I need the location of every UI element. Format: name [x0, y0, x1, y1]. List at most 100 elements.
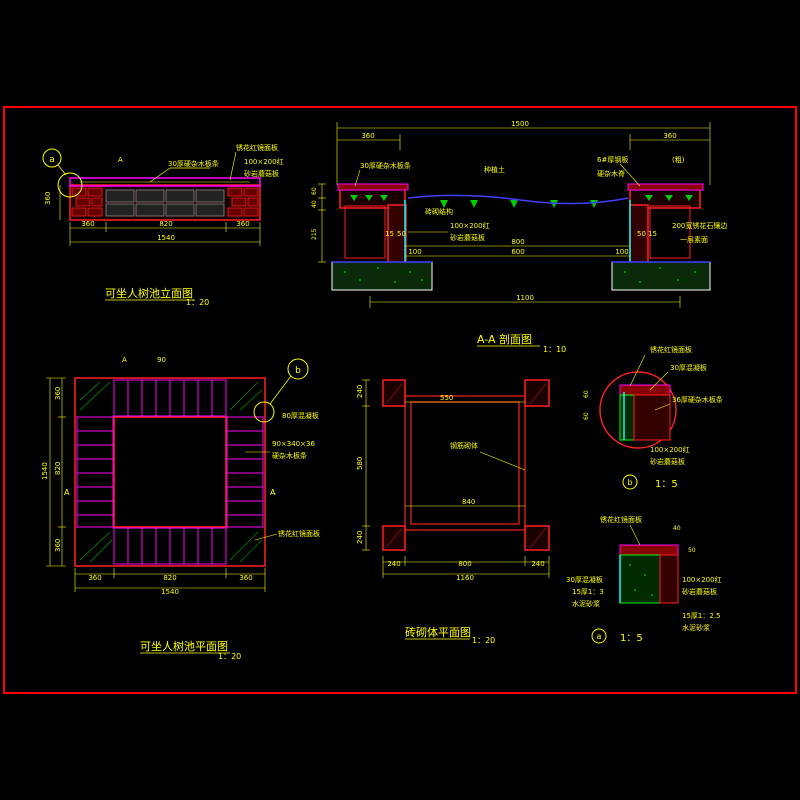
- plan-ann-wood2: 硬杂木板条: [272, 451, 307, 460]
- brick-plan-corners: [382, 379, 550, 551]
- detail-a-label-circle: [591, 628, 607, 644]
- callout-tag-b: [287, 358, 309, 380]
- sec-dim-top-left: 360: [361, 132, 374, 140]
- sec-ann-wood-ridge: 硬杂木脊: [597, 169, 625, 178]
- section-left-cavity: [344, 205, 386, 259]
- callout-tag-a: [42, 148, 62, 168]
- detail-a-ann-mortar2: 水泥砂浆: [572, 599, 600, 608]
- elev-dim-right: 360: [236, 220, 249, 228]
- elev-ann-brick: 100×200红: [244, 157, 284, 166]
- brick-plan-dim-top: 550: [440, 394, 453, 402]
- section-left-footing: [331, 261, 433, 291]
- detail-b-ann-granite: 锈花红镜面板: [650, 345, 692, 354]
- detail-a-dim-a: 40: [673, 525, 681, 532]
- plan-outer: [74, 377, 266, 567]
- section-vertical-dimensions: [318, 183, 326, 263]
- sec-dim-50-r: 50: [637, 230, 646, 238]
- elevation-cap: [69, 177, 261, 187]
- sec-dim-50: 50: [397, 230, 406, 238]
- sec-dim-1100: 1100: [516, 294, 534, 302]
- detail-a-dim-b: 50: [688, 547, 696, 554]
- section-top-dimensions: [336, 122, 711, 185]
- detail-a-ann-mortar: 15厚1：3: [572, 588, 604, 596]
- plan-dim-v-top: 360: [54, 387, 62, 400]
- section-view: 1500 360 360: [311, 120, 727, 354]
- detail-b-label-circle: [622, 474, 638, 490]
- detail-a-label: a: [597, 632, 602, 641]
- section-footing-fill: [344, 267, 696, 283]
- plan-dim-v-bot: 360: [54, 539, 62, 552]
- sec-ann-brick: 100×200红: [450, 221, 490, 230]
- plan-dim-v-mid: 820: [54, 462, 62, 475]
- brick-plan-corner-hatch: [385, 383, 547, 549]
- detail-a-ann-brick: 100×200红: [682, 575, 722, 584]
- sec-ann-mud: (粗): [672, 155, 685, 164]
- elevation-scale: 1：20: [186, 298, 209, 307]
- section-left-board: [337, 183, 409, 191]
- plan-dim-v-total: 1540: [41, 462, 49, 480]
- brick-plan-dim-bot-mid: 800: [458, 560, 471, 568]
- plan-ann-steel: 80厚混凝板: [282, 411, 319, 420]
- detail-a-view: 锈花红镜面板 30厚混凝板 15厚1：3 水泥砂浆 100×200红 砂岩蘑菇板…: [566, 515, 722, 644]
- detail-b-view: 锈花红镜面板 30厚混凝板 36厚硬杂木板条 100×200红 砂岩蘑菇板 60…: [583, 345, 723, 490]
- detail-b-dim-a: 60: [583, 390, 590, 398]
- brick-plan-scale: 1：20: [472, 636, 495, 645]
- callout-circle-b: [253, 401, 275, 423]
- sec-ann-planting: 种植土: [484, 165, 505, 174]
- plan-section-mark-left: A: [64, 488, 70, 497]
- elevation-brick-left: [71, 187, 103, 217]
- plan-ann-granite: 锈花红镜面板: [278, 529, 320, 538]
- elevation-brick-right: [227, 187, 259, 217]
- sec-ann-brick-wall: 砖砌结构: [425, 207, 453, 216]
- sec-ann-top-board: 30厚硬杂木板条: [360, 161, 411, 170]
- brick-plan-dim-v-mid: 580: [356, 457, 364, 470]
- detail-b-ann-sand: 砂岩蘑菇板: [650, 457, 685, 466]
- brick-plan-dim-v-bot: 240: [356, 531, 364, 544]
- elev-dim-mid: 820: [159, 220, 172, 228]
- plan-dim-left: 360: [88, 574, 101, 582]
- callout-a-label: a: [49, 155, 55, 165]
- sec-dim-h3: 215: [311, 228, 318, 240]
- detail-a-ann-mortar4: 水泥砂浆: [682, 623, 710, 632]
- detail-b-ann-brick: 100×200红: [650, 445, 690, 454]
- section-title: A-A 剖面图: [477, 332, 532, 346]
- sec-dim-15: 15: [385, 230, 394, 238]
- sec-dim-800: 800: [511, 238, 524, 246]
- sec-dim-h2: 40: [311, 200, 318, 208]
- detail-b-ann-wood: 36厚硬杂木板条: [672, 395, 723, 404]
- plan-scale: 1：20: [218, 652, 241, 661]
- brick-plan-title: 砖砌体平面图: [405, 625, 471, 639]
- elev-dim-left: 360: [81, 220, 94, 228]
- elevation-view: a A 30厚硬杂木板条 锈花红镜面板 100×200红 砂岩蘑菇板 360 3…: [42, 143, 284, 307]
- plan-view: b 80厚混凝板 90×340×36 硬杂木板条 锈花红镜面板 A A A 90: [41, 356, 320, 661]
- drawing-frame: [3, 106, 797, 694]
- plan-slats: [76, 379, 264, 565]
- plan-section-mark-top: A: [122, 356, 127, 364]
- plan-dim-90: 90: [157, 356, 166, 364]
- elev-dim-total: 1540: [157, 234, 175, 242]
- section-soil-line: [407, 194, 629, 205]
- sec-dim-15-r: 15: [648, 230, 657, 238]
- sec-dim-100-a: 100: [408, 248, 421, 256]
- plan-dim-total: 1540: [161, 588, 179, 596]
- detail-a-ann-sand: 砂岩蘑菇板: [682, 587, 717, 596]
- detail-b-ann-steel: 30厚混凝板: [670, 363, 707, 372]
- plan-ann-wood: 90×340×36: [272, 440, 315, 448]
- sec-ann-sand: 砂岩蘑菇板: [450, 233, 485, 242]
- elevation-stone-center: [105, 189, 225, 217]
- elevation-dimension-lines: [69, 222, 261, 246]
- plan-dim-mid: 820: [163, 574, 176, 582]
- elev-ann-sand: 砂岩蘑菇板: [244, 169, 279, 178]
- callout-circle-a: [57, 172, 83, 198]
- detail-b-label: b: [627, 478, 632, 487]
- detail-a-ann-mortar3: 15厚1：2.5: [682, 612, 721, 620]
- plan-corner-hatch: [79, 381, 263, 563]
- sec-ann-layer: 一层素面: [680, 235, 708, 244]
- brick-plan-dim-v-top: 240: [356, 385, 364, 398]
- plan-section-mark-right: A: [270, 488, 276, 497]
- plan-title: 可坐人树池平面图: [140, 639, 228, 653]
- section-right-board: [627, 183, 704, 191]
- sec-ann-steel: 6#厚钢板: [597, 155, 628, 164]
- elev-ann-granite: 锈花红镜面板: [236, 143, 278, 152]
- detail-a-fill: [629, 564, 653, 596]
